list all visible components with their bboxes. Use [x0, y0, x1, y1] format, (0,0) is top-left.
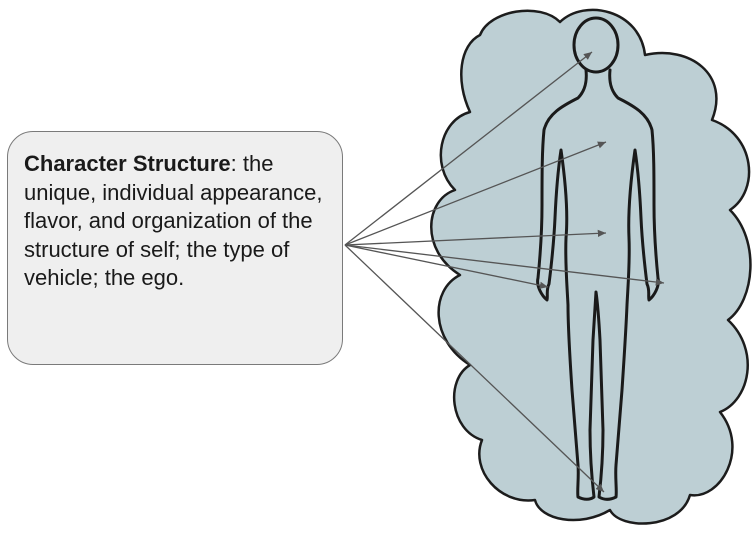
callout-separator: : — [231, 151, 237, 176]
callout-term: Character Structure — [24, 151, 231, 176]
definition-callout: Character Structure: the unique, individ… — [7, 131, 343, 365]
